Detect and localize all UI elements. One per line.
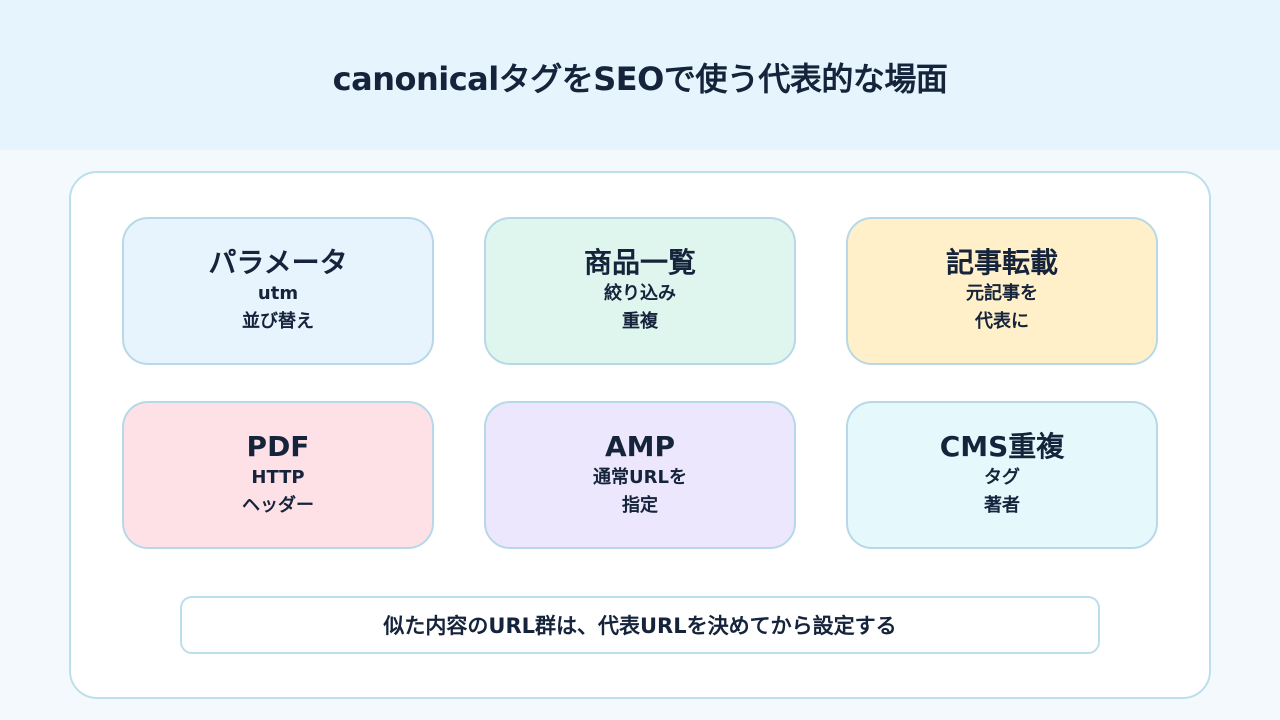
card-amp: AMP 通常URLを 指定 <box>484 401 796 549</box>
card-article-repost: 記事転載 元記事を 代表に <box>846 217 1158 365</box>
card-title: PDF <box>246 430 310 463</box>
card-cms-duplicate: CMS重複 タグ 著者 <box>846 401 1158 549</box>
card-line-2: ヘッダー <box>242 495 314 516</box>
card-line-1: HTTP <box>251 467 305 488</box>
card-line-1: utm <box>257 283 299 304</box>
card-line-1: タグ <box>984 467 1020 488</box>
card-line-2: 著者 <box>984 495 1020 516</box>
card-product-list: 商品一覧 絞り込み 重複 <box>484 217 796 365</box>
page-title: canonicalタグをSEOで使う代表的な場面 <box>332 60 948 98</box>
card-parameter: パラメータ utm 並び替え <box>122 217 434 365</box>
card-title: CMS重複 <box>939 430 1065 463</box>
card-title: パラメータ <box>208 246 348 279</box>
card-line-1: 元記事を <box>966 283 1038 304</box>
card-pdf: PDF HTTP ヘッダー <box>122 401 434 549</box>
card-line-2: 重複 <box>622 311 658 332</box>
card-line-1: 通常URLを <box>593 467 687 488</box>
card-line-2: 指定 <box>622 495 658 516</box>
card-title: 記事転載 <box>945 246 1058 279</box>
card-title: AMP <box>604 430 676 463</box>
card-title: 商品一覧 <box>583 246 696 279</box>
card-line-2: 代表に <box>975 311 1029 332</box>
summary-note: 似た内容のURL群は、代表URLを決めてから設定する <box>180 596 1100 654</box>
summary-note-text: 似た内容のURL群は、代表URLを決めてから設定する <box>383 614 897 638</box>
card-line-1: 絞り込み <box>604 283 676 304</box>
card-line-2: 並び替え <box>242 311 314 332</box>
header-banner: canonicalタグをSEOで使う代表的な場面 <box>0 0 1280 150</box>
